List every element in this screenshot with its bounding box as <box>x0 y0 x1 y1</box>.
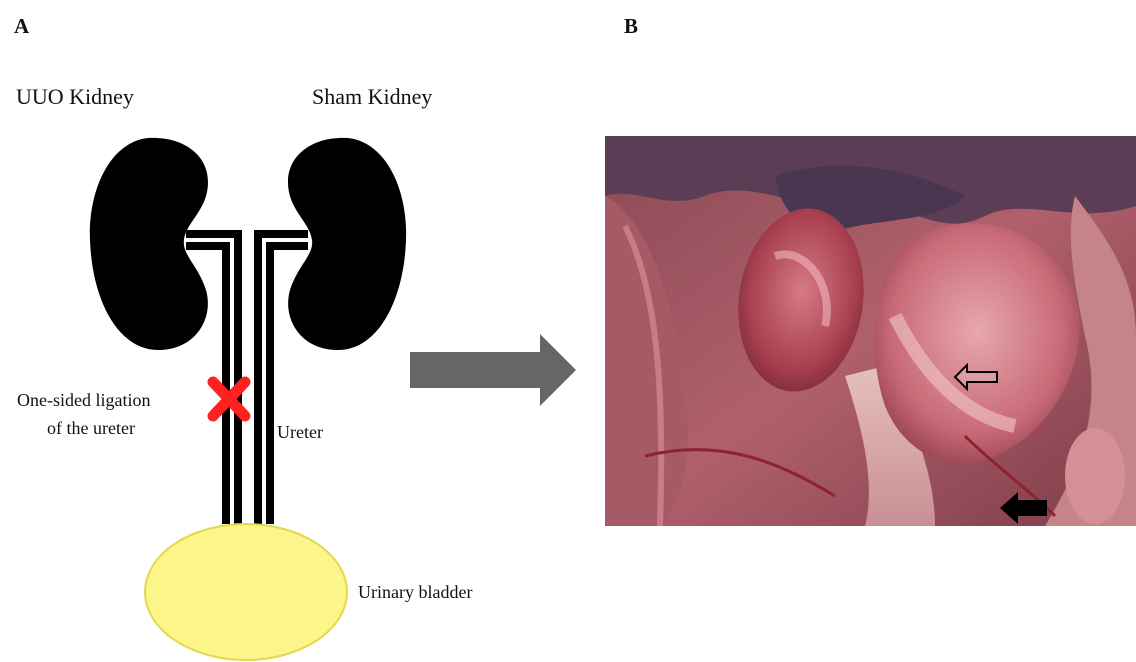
urinary-bladder-shape <box>145 524 347 660</box>
right-arrow-icon <box>410 334 576 406</box>
ligation-label-line1: One-sided ligation <box>17 390 150 411</box>
ligation-label-line2: of the ureter <box>47 418 135 439</box>
uuo-kidney-label: UUO Kidney <box>16 84 134 110</box>
surgical-photo <box>605 136 1136 526</box>
sham-kidney-label: Sham Kidney <box>312 84 432 110</box>
urinary-bladder-label: Urinary bladder <box>358 582 472 603</box>
ureter-label: Ureter <box>277 422 323 443</box>
panel-b-letter: B <box>624 14 638 39</box>
